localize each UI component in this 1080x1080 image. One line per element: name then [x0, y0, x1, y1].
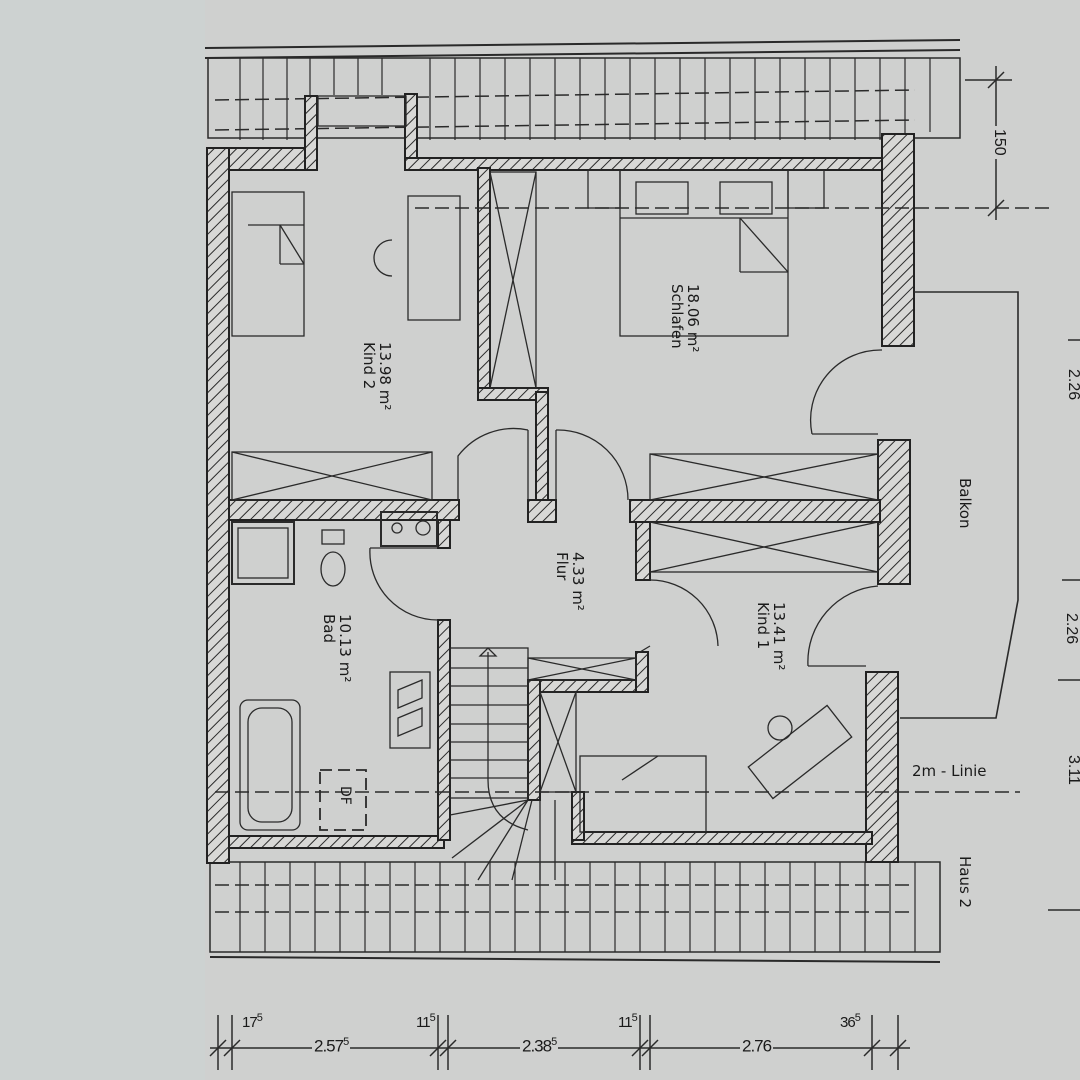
room-name: Bad	[320, 614, 339, 644]
room-area: 18.06	[684, 284, 702, 327]
balkon-label: Balkon	[956, 478, 974, 529]
room-area: 4.33	[569, 552, 587, 586]
walls	[206, 93, 915, 864]
dimension-label: 2.385	[520, 1036, 559, 1057]
roof-top-band	[204, 39, 961, 140]
room-area: 10.13	[336, 614, 354, 657]
haus-label: Haus 2	[956, 856, 974, 909]
room-name: Kind 1	[754, 602, 773, 650]
dimension-label: 2.26	[1062, 610, 1080, 648]
two-meter-line-label: 2m - Linie	[912, 762, 987, 780]
room-unit: m²	[336, 661, 354, 683]
furniture	[215, 95, 1050, 881]
room-label-bad: 10.13 m² Bad	[320, 614, 354, 683]
dimension-label: 115	[618, 1012, 638, 1031]
room-name: Flur	[553, 552, 572, 581]
df-label: DF	[337, 786, 353, 805]
dimension-label: 2.76	[740, 1036, 774, 1057]
room-label-schlafen: 18.06 m² Schlafen	[668, 284, 702, 353]
room-area: 13.98	[376, 342, 394, 385]
dimension-label: 175	[242, 1012, 263, 1031]
dimension-label: 150	[990, 126, 1008, 159]
room-name: Kind 2	[360, 342, 379, 390]
room-label-kind2: 13.98 m² Kind 2	[360, 342, 394, 411]
background-margin	[0, 0, 205, 1080]
dimension-label: 3.11	[1064, 752, 1080, 788]
roof-bottom-band	[209, 861, 941, 963]
room-unit: m²	[684, 331, 702, 353]
dimension-label: 2.26	[1064, 366, 1080, 404]
room-unit: m²	[770, 649, 788, 671]
dimension-label: 115	[416, 1012, 436, 1031]
dimension-label: 365	[840, 1012, 861, 1031]
room-unit: m²	[569, 590, 587, 611]
room-label-kind1: 13.41 m² Kind 1	[754, 602, 788, 671]
room-area: 13.41	[770, 602, 788, 645]
dimension-lines	[209, 66, 1080, 1070]
room-label-flur: 4.33 m² Flur	[553, 552, 587, 611]
room-name: Schlafen	[668, 284, 687, 349]
dimension-label: 2.575	[312, 1036, 351, 1057]
room-unit: m²	[376, 389, 394, 411]
